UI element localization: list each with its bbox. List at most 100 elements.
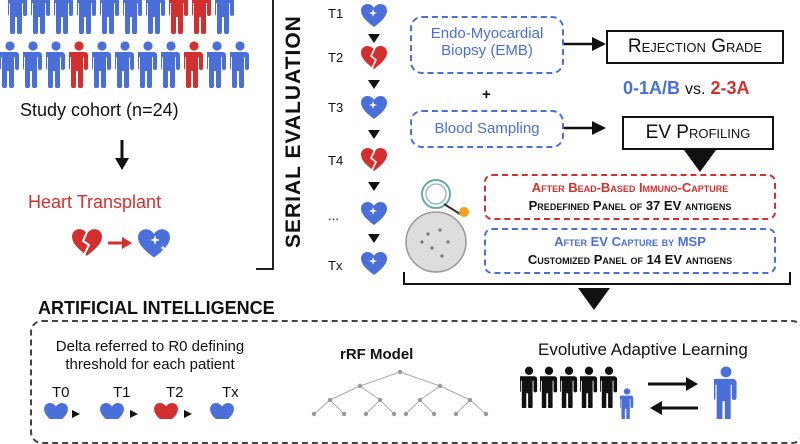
cohort-label: Study cohort (n=24)	[20, 100, 179, 120]
emb-box: Endo-Myocardial Biopsy (EMB)	[410, 16, 564, 74]
timeline-hearts	[361, 4, 387, 275]
ai-timepoint-label: T0	[52, 384, 70, 401]
heart-transplant-label: Heart Transplant	[28, 192, 162, 212]
transplant-hearts	[72, 229, 170, 258]
person-icon	[115, 41, 134, 88]
person-icon	[138, 41, 157, 88]
ai-timepoint-hearts	[44, 403, 234, 419]
person-icon	[0, 41, 19, 88]
person-icon	[169, 0, 188, 34]
down-arrow-icon	[368, 130, 380, 139]
delta-line1: Delta referred to R0 defining	[55, 338, 245, 355]
grade-vs: vs.	[685, 81, 706, 98]
tree-node	[437, 383, 443, 389]
msp-capture-title: After EV Capture by MSP	[554, 234, 706, 249]
ai-timepoint-label: T2	[166, 384, 184, 401]
rejection-grade-label: Rejection Grade	[627, 36, 763, 57]
serial-evaluation-title: SERIAL EVALUATION	[282, 15, 305, 248]
cohort-people-grid	[0, 0, 249, 88]
ev-profiling-label: EV Profiling	[645, 122, 751, 143]
blood-sampling-box: Blood Sampling	[410, 110, 564, 148]
broken-heart-icon	[361, 148, 387, 171]
grade-comparison: 0-1A/B vs. 2-3A	[623, 78, 750, 99]
timepoint-label: T3	[328, 100, 344, 115]
bead-capture-subtitle: Predefined Panel of 37 EV antigens	[528, 198, 732, 213]
healthy-heart-icon	[361, 96, 387, 119]
person-icon	[184, 41, 203, 88]
msp-capture-panel: After EV Capture by MSP Customized Panel…	[484, 228, 776, 274]
person-icon	[31, 0, 50, 34]
cohort-bracket	[256, 0, 274, 270]
healthy-heart-icon	[210, 403, 234, 419]
tree-node	[391, 411, 397, 417]
tree-node	[467, 397, 473, 403]
tree-node	[453, 411, 459, 417]
person-icon	[77, 0, 96, 34]
down-arrow-icon	[368, 234, 380, 243]
grade-low: 0-1A/B	[623, 78, 681, 98]
tree-node	[417, 397, 423, 403]
broken-heart-icon	[72, 229, 102, 256]
right-arrow-icon	[686, 377, 698, 391]
person-icon	[23, 41, 42, 88]
person-icon	[92, 41, 111, 88]
tree-node	[431, 411, 437, 417]
down-arrow-icon	[578, 288, 610, 310]
tree-node	[357, 383, 363, 389]
bead-capture-panel: After Bead-Based Immuno-Capture Predefin…	[484, 174, 776, 220]
broken-heart-icon	[361, 46, 387, 69]
person-icon	[215, 0, 234, 34]
decision-tree-icon	[311, 369, 489, 417]
healthy-heart-icon	[138, 229, 170, 258]
ai-section-title: ARTIFICIAL INTELLIGENCE	[38, 298, 275, 318]
person-icon	[69, 41, 88, 88]
blood-sampling-label: Blood Sampling	[434, 120, 540, 137]
ai-connector	[403, 272, 791, 310]
msp-capture-subtitle: Customized Panel of 14 EV antigens	[527, 252, 733, 267]
healthy-heart-icon	[100, 403, 124, 419]
rejection-grade-box: Rejection Grade	[606, 30, 784, 64]
tree-node	[327, 397, 333, 403]
bead-illustration-icon	[405, 179, 469, 273]
emb-label-line2: Biopsy (EMB)	[441, 42, 533, 59]
healthy-heart-icon	[361, 4, 387, 27]
tree-node	[403, 411, 409, 417]
person-icon	[54, 0, 73, 34]
person-icon	[230, 41, 249, 88]
adaptive-learning-label: Evolutive Adaptive Learning	[538, 340, 748, 359]
emb-label-line1: Endo-Myocardial	[430, 25, 544, 42]
right-arrow-icon	[108, 237, 132, 249]
box-arrows	[564, 37, 606, 135]
timepoint-label: Tx	[328, 258, 343, 273]
tree-node	[363, 411, 369, 417]
person-icon	[123, 0, 142, 34]
right-arrow-icon	[592, 37, 606, 51]
person-icon	[207, 41, 226, 88]
tree-node	[377, 397, 383, 403]
tree-node	[483, 411, 489, 417]
person-icon	[46, 41, 65, 88]
ai-timepoint-label: Tx	[222, 384, 239, 401]
ev-profiling-box: EV Profiling	[622, 116, 774, 150]
plus-sign: +	[482, 86, 491, 103]
person-icon	[161, 41, 180, 88]
timepoint-label: T1	[328, 6, 344, 21]
learning-illustration	[520, 366, 737, 419]
person-icon	[146, 0, 165, 34]
down-arrow-icon	[368, 80, 380, 89]
tree-node	[341, 411, 347, 417]
timepoint-label: T4	[328, 153, 344, 168]
healthy-heart-icon	[361, 252, 387, 275]
down-arrow-icon	[368, 182, 380, 191]
bead-capture-title: After Bead-Based Immuno-Capture	[531, 180, 729, 195]
down-arrow-icon	[684, 150, 716, 172]
left-arrow-icon	[650, 401, 662, 415]
right-arrow-icon	[592, 121, 606, 135]
person-icon	[192, 0, 211, 34]
ai-timepoint-label: T1	[113, 384, 131, 401]
healthy-heart-icon	[44, 403, 68, 419]
tree-node	[311, 411, 317, 417]
timepoint-label: ...	[328, 208, 339, 223]
person-icon	[100, 0, 119, 34]
delta-line2: threshold for each patient	[65, 356, 235, 373]
